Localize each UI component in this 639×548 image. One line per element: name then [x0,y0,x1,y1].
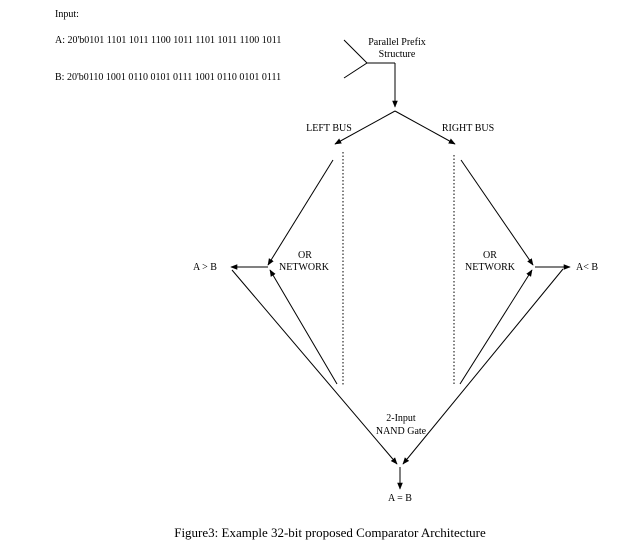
left-or-label-2: NETWORK [279,262,330,273]
nand-label-1: 2-Input [386,413,416,424]
connector-lines [230,39,571,490]
right-or-in-arrow [460,159,534,266]
input-label: Input: [55,9,79,20]
equal-label: A = B [388,493,412,504]
right-feedback-arrow [459,269,533,385]
less-label: A< B [576,262,598,273]
left-or-label-1: OR [298,250,312,261]
left-nand-arrow [231,269,398,465]
right-or-label-1: OR [483,250,497,261]
left-or-in-arrow [267,159,334,266]
right-or-label-2: NETWORK [465,262,516,273]
figure-caption: Figure3: Example 32-bit proposed Compara… [174,525,486,540]
left-bus-label: LEFT BUS [306,123,352,134]
right-bus-label: RIGHT BUS [442,123,494,134]
left-feedback-arrow [269,269,338,385]
right-bus-arrow [394,110,456,145]
left-bus-arrow [334,110,396,145]
input-a: A: 20'b0101 1101 1011 1100 1011 1101 101… [55,35,281,46]
greater-label: A > B [193,262,217,273]
prefix-label-2: Structure [379,49,416,60]
right-nand-arrow [402,268,564,465]
nand-label-2: NAND Gate [376,426,427,437]
prefix-label-1: Parallel Prefix [368,37,425,48]
input-b: B: 20'b0110 1001 0110 0101 0111 1001 011… [55,72,281,83]
input-merge-lines [343,39,395,79]
